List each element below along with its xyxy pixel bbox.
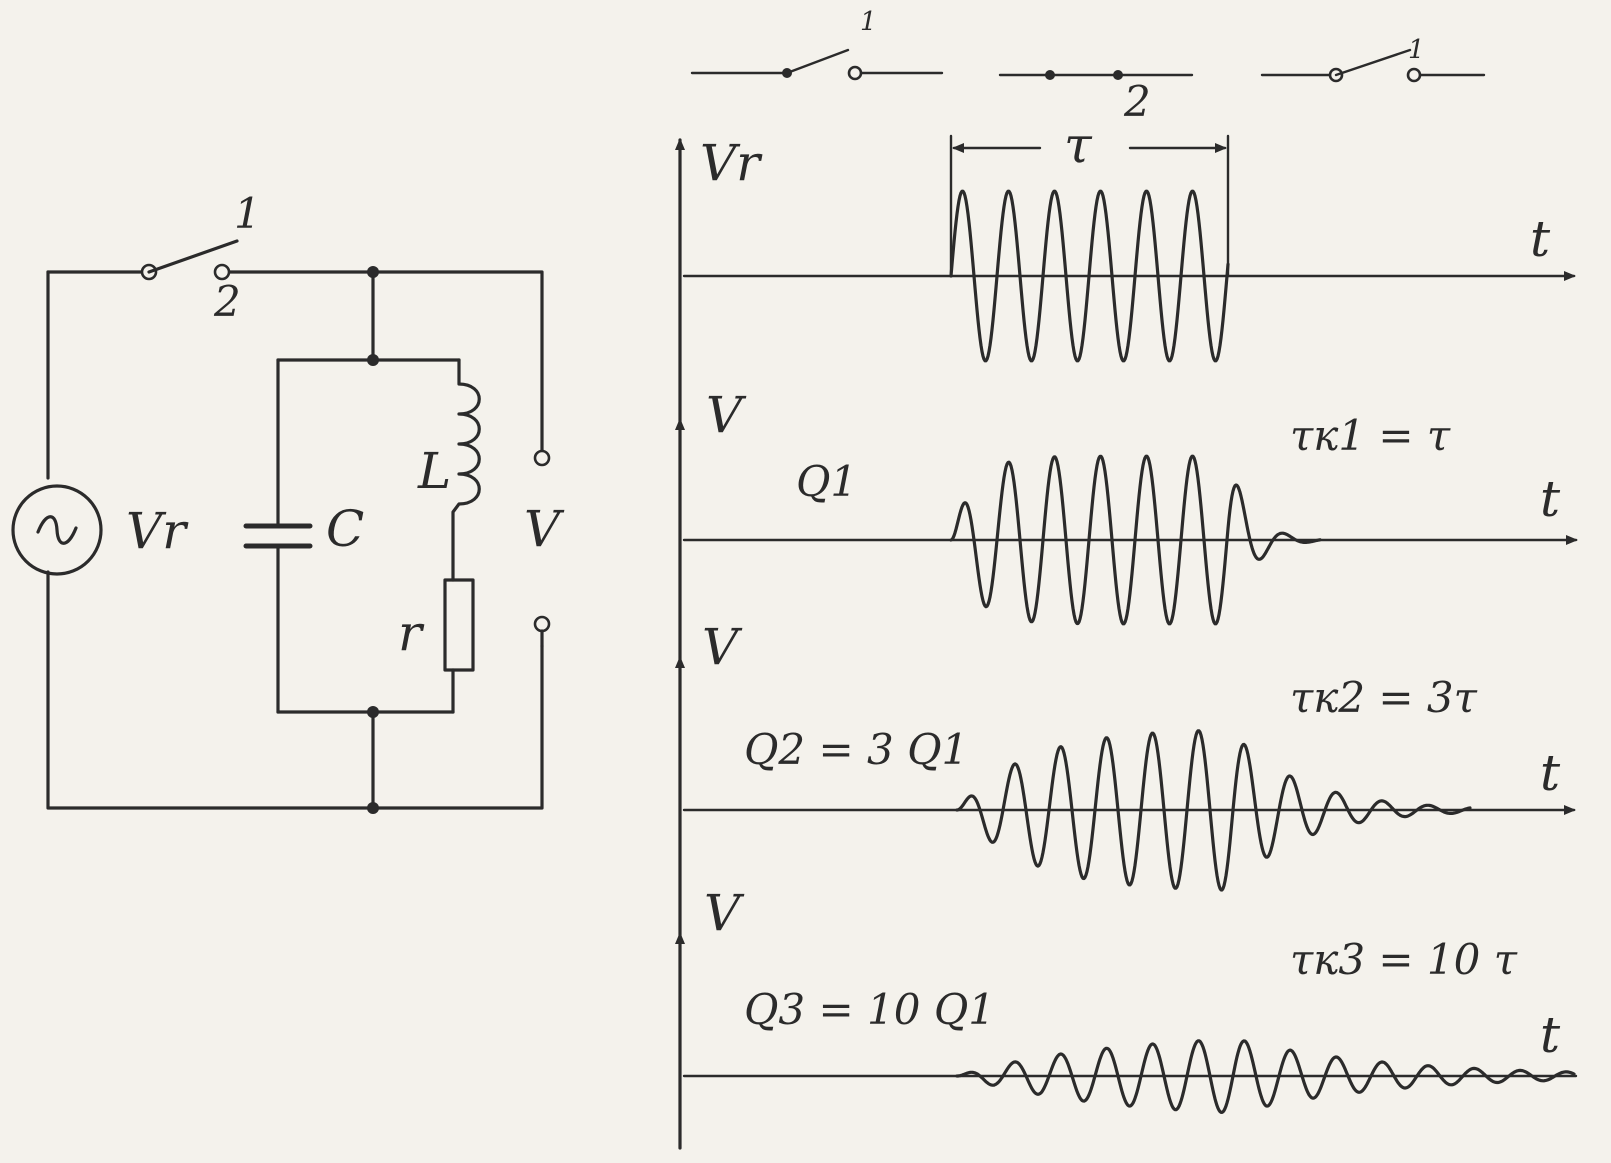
response-waveform-q3 xyxy=(955,1039,1576,1114)
response-waveform-q2 xyxy=(955,729,1472,892)
sine-icon xyxy=(36,515,78,545)
trace2-ylabel: V xyxy=(702,618,743,676)
switch-state-contact xyxy=(847,65,863,81)
circuit-schematic: 1 2 Vr C L r V xyxy=(11,189,565,814)
output-terminal-bottom xyxy=(533,615,551,633)
top-wire-right xyxy=(228,270,544,456)
response-waveform-q1 xyxy=(949,454,1322,626)
generator-waveform xyxy=(949,189,1230,363)
switch-state-label: 1 xyxy=(1408,35,1425,65)
trace3-xlabel: t xyxy=(1540,1006,1561,1064)
switch-state-pivot xyxy=(1113,70,1123,80)
trace3-tau-label: τк3 = 10 τ xyxy=(1290,935,1518,984)
trace1-ylabel: V xyxy=(706,386,747,444)
resistor-symbol xyxy=(443,578,475,672)
tank-bottom-wire xyxy=(276,710,455,810)
generator-ylabel: Vr xyxy=(700,134,763,192)
inductor-label: L xyxy=(417,442,451,500)
generator-symbol xyxy=(11,484,103,576)
trace2-xlabel: t xyxy=(1540,744,1561,802)
resistor-label: r xyxy=(398,604,425,662)
switch-contact-2 xyxy=(213,263,231,281)
output-label: V xyxy=(524,500,565,558)
switch-state-label: 1 xyxy=(860,7,877,37)
capacitor-label: C xyxy=(326,500,364,558)
pulse-width-label: τ xyxy=(1064,116,1093,174)
trace3-q-label: Q3 = 10 Q1 xyxy=(744,985,995,1034)
switch-state-label: 2 xyxy=(1123,77,1151,126)
pulse-width-bracket: τ xyxy=(949,116,1230,278)
output-terminal-top xyxy=(533,449,551,467)
generator-xlabel: t xyxy=(1530,210,1551,268)
switch-label-2: 2 xyxy=(213,277,241,326)
trace2-tau-label: τк2 = 3τ xyxy=(1290,673,1478,722)
source-label: Vr xyxy=(126,502,189,560)
trace3-ylabel: V xyxy=(704,884,745,942)
inductor-coil xyxy=(451,358,481,582)
junction-dot xyxy=(367,802,379,814)
switch-state-blade xyxy=(1334,48,1412,77)
junction-dot xyxy=(367,266,379,278)
trace2-q-label: Q2 = 3 Q1 xyxy=(744,725,968,774)
trace1-tau-label: τк1 = τ xyxy=(1290,411,1451,460)
plot-axes xyxy=(675,138,1578,1150)
trace1-q-label: Q1 xyxy=(796,457,857,506)
junction-dot xyxy=(367,354,379,366)
tank-top-wire xyxy=(276,270,461,362)
left-wire xyxy=(46,270,544,810)
switch-state-pivot xyxy=(1045,70,1055,80)
switch-state-blade xyxy=(785,48,850,75)
junction-dot xyxy=(367,706,379,718)
switch-state-contact xyxy=(1406,67,1422,83)
switch-blade xyxy=(147,239,239,274)
trace1-xlabel: t xyxy=(1540,470,1561,528)
switch-states: 1 2 1 xyxy=(690,7,1486,126)
switch-label-1: 1 xyxy=(234,189,261,238)
